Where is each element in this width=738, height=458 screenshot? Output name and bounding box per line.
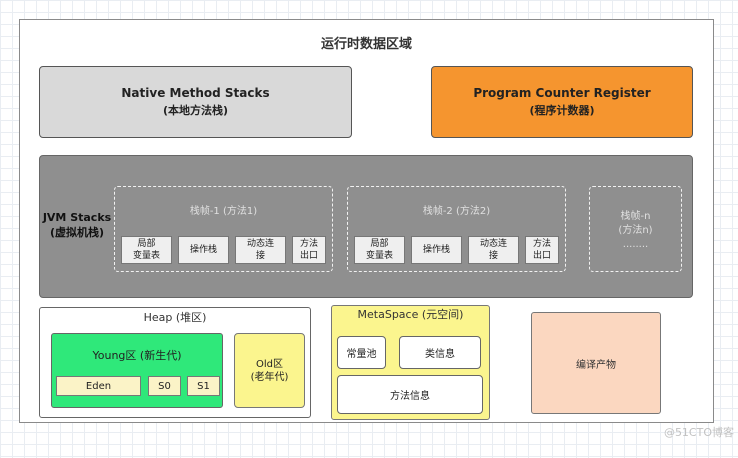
frame-1-method-exit: 方法出口 bbox=[292, 236, 326, 264]
frame-1-local-variables: 局部变量表 bbox=[121, 236, 172, 264]
eden-space: Eden bbox=[56, 376, 141, 396]
frame-2-dynamic-linking-line1: 动态连 bbox=[479, 239, 507, 249]
survivor-s1: S1 bbox=[187, 376, 220, 396]
old-generation-box: Old区 (老年代) bbox=[234, 333, 305, 408]
frame-2-method-exit: 方法出口 bbox=[525, 236, 559, 264]
young-generation-box bbox=[51, 333, 223, 408]
frame-1-dynamic-linking: 动态连接 bbox=[235, 236, 286, 264]
jvm-stacks-label: JVM Stacks (虚拟机栈) bbox=[42, 210, 112, 240]
stack-frame-n-line2: (方法n) bbox=[618, 225, 653, 236]
watermark: @51CTO博客 bbox=[663, 426, 734, 439]
jvm-stacks-label-line1: JVM Stacks bbox=[42, 211, 112, 224]
stack-frame-1 bbox=[114, 186, 333, 272]
old-generation-line2: (老年代) bbox=[250, 371, 289, 383]
heap-title: Heap (堆区) bbox=[143, 311, 207, 324]
program-counter-register-label: Program Counter Register bbox=[473, 86, 651, 100]
frame-2-operand-stack: 操作栈 bbox=[411, 236, 462, 264]
native-method-stacks-subtitle: (本地方法栈) bbox=[162, 104, 229, 117]
program-counter-register-box: Program Counter Register (程序计数器) bbox=[431, 66, 693, 138]
method-info: 方法信息 bbox=[337, 375, 483, 414]
frame-2-method-exit-line2: 出口 bbox=[532, 251, 551, 261]
survivor-s0: S0 bbox=[148, 376, 181, 396]
frame-2-local-variables-line2: 变量表 bbox=[365, 251, 393, 261]
young-generation-title: Young区 (新生代) bbox=[92, 349, 182, 362]
frame-1-dynamic-linking-line1: 动态连 bbox=[246, 239, 274, 249]
frame-2-dynamic-linking: 动态连接 bbox=[468, 236, 519, 264]
frame-1-operand-stack: 操作栈 bbox=[178, 236, 229, 264]
stack-frame-n-line3: ........ bbox=[622, 239, 649, 250]
native-method-stacks-box: Native Method Stacks (本地方法栈) bbox=[39, 66, 352, 138]
frame-1-method-exit-line2: 出口 bbox=[299, 251, 318, 261]
frame-2-dynamic-linking-line2: 接 bbox=[488, 251, 498, 261]
stack-frame-1-title: 栈帧-1 (方法1) bbox=[189, 206, 258, 217]
frame-2-operand-stack-line1: 操作栈 bbox=[422, 245, 450, 255]
compiled-output-box: 编译产物 bbox=[531, 312, 661, 414]
constant-pool: 常量池 bbox=[337, 336, 386, 369]
stack-frame-n bbox=[589, 186, 682, 272]
diagram-title: 运行时数据区域 bbox=[320, 37, 412, 52]
frame-1-local-variables-line2: 变量表 bbox=[132, 251, 160, 261]
class-info: 类信息 bbox=[399, 336, 481, 369]
jvm-stacks-label-line2: (虚拟机栈) bbox=[49, 226, 105, 239]
frame-1-local-variables-line1: 局部 bbox=[137, 239, 156, 249]
frame-2-local-variables: 局部变量表 bbox=[354, 236, 405, 264]
stack-frame-n-text: 栈帧-n (方法n) ........ bbox=[589, 210, 682, 252]
old-generation-line1: Old区 bbox=[256, 358, 283, 370]
stack-frame-2-title: 栈帧-2 (方法2) bbox=[422, 206, 491, 217]
frame-1-dynamic-linking-line2: 接 bbox=[255, 251, 265, 261]
frame-2-local-variables-line1: 局部 bbox=[370, 239, 389, 249]
metaspace-title: MetaSpace (元空间) bbox=[357, 308, 464, 321]
frame-1-operand-stack-line1: 操作栈 bbox=[189, 245, 217, 255]
jvm-stacks-box bbox=[39, 155, 693, 298]
native-method-stacks-label: Native Method Stacks bbox=[121, 86, 270, 100]
frame-1-method-exit-line1: 方法 bbox=[299, 239, 318, 249]
program-counter-register-subtitle: (程序计数器) bbox=[529, 104, 595, 117]
frame-2-method-exit-line1: 方法 bbox=[532, 239, 551, 249]
stack-frame-n-line1: 栈帧-n bbox=[620, 211, 651, 222]
stack-frame-2 bbox=[347, 186, 566, 272]
